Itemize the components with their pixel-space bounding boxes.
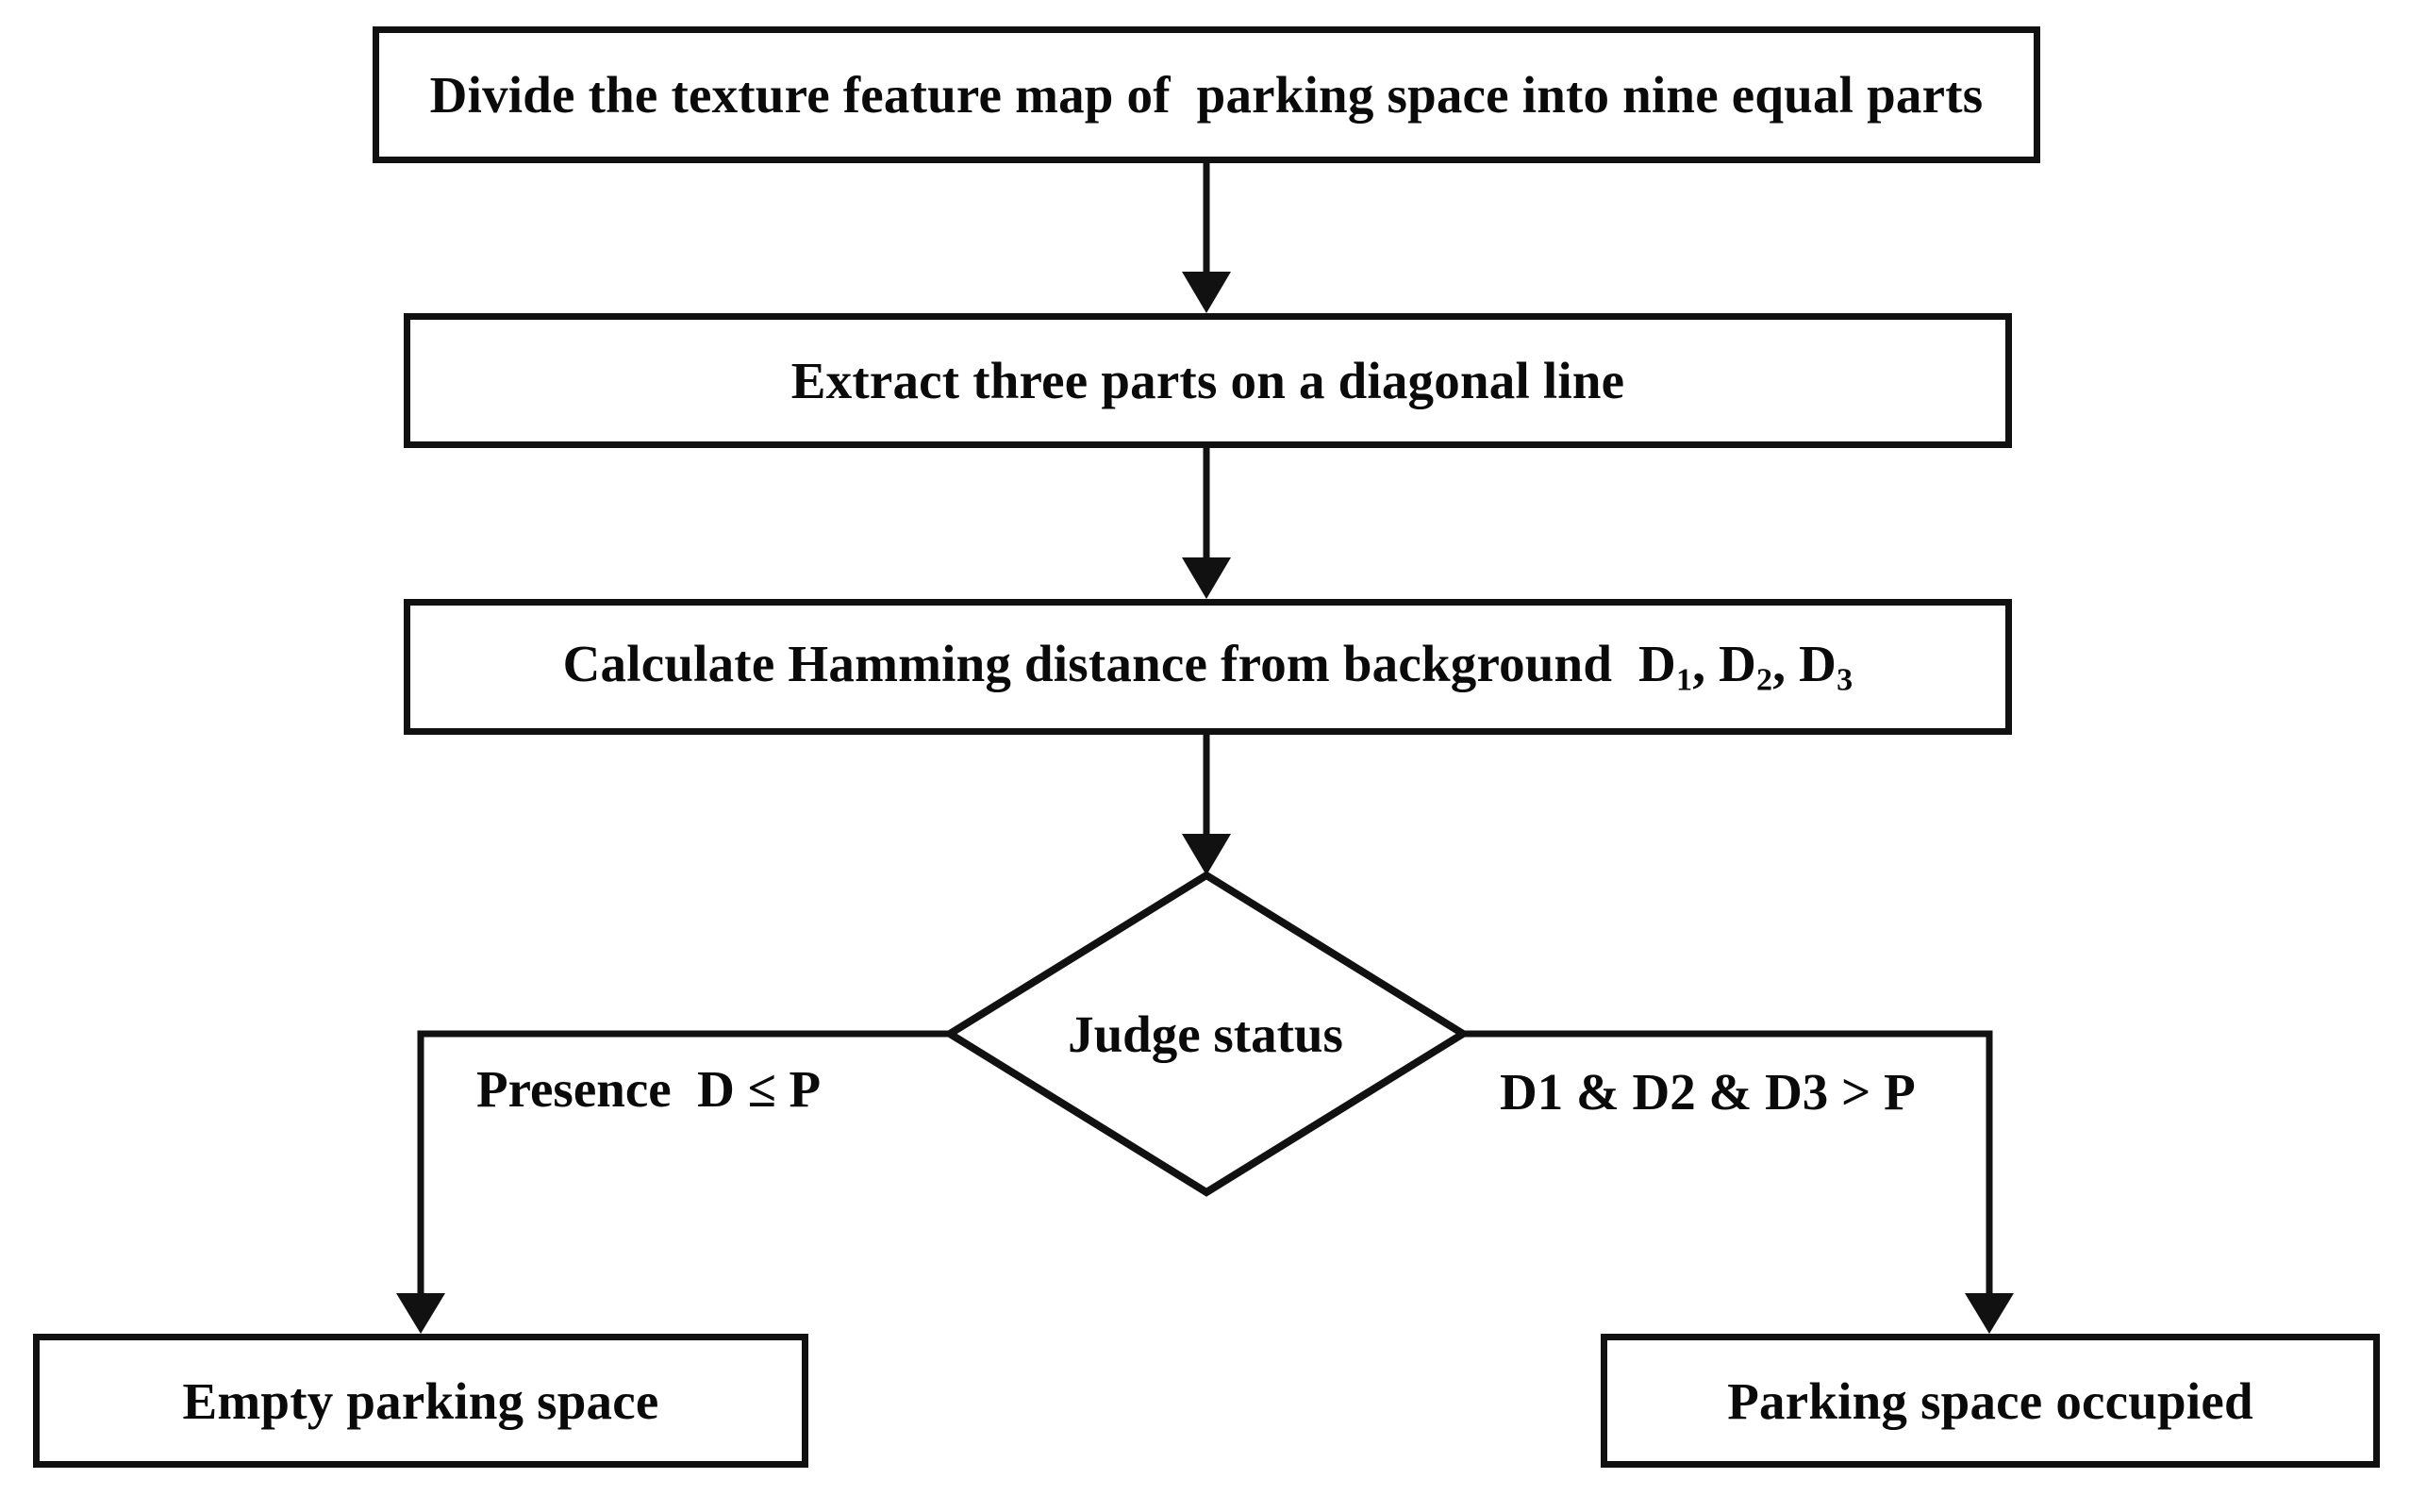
process-node-divide[interactable]: Divide the texture feature map of parkin…	[373, 26, 2040, 163]
decision-node-judge-status-label: Judge status	[1068, 1005, 1343, 1063]
process-node-extract-label: Extract three parts on a diagonal line	[790, 352, 1625, 409]
process-node-divide-label: Divide the texture feature map of parkin…	[429, 66, 1984, 124]
terminal-node-empty-parking-space-label: Empty parking space	[182, 1371, 659, 1430]
process-node-hamming-label: Calculate Hamming distance from backgrou…	[563, 638, 1853, 697]
hamming-text-mid-1: , D	[1692, 634, 1757, 692]
decision-node-judge-status[interactable]: Judge status	[948, 872, 1463, 1195]
terminal-node-empty-parking-space[interactable]: Empty parking space	[33, 1334, 808, 1468]
edge-decision-to-empty	[396, 1030, 950, 1334]
edge-hamming-to-decision	[1182, 735, 1231, 875]
terminal-node-parking-space-occupied-label: Parking space occupied	[1727, 1371, 2253, 1430]
hamming-subscript-2: 2	[1756, 662, 1773, 698]
process-node-extract[interactable]: Extract three parts on a diagonal line	[404, 313, 2012, 448]
hamming-subscript-1: 1	[1675, 662, 1693, 698]
edge-label-presence-condition: Presence D ≤ P	[476, 1060, 822, 1118]
edge-extract-to-hamming	[1182, 448, 1231, 599]
edge-label-occupied-condition: D1 & D2 & D3 > P	[1500, 1063, 1916, 1121]
hamming-text-prefix: Calculate Hamming distance from backgrou…	[562, 634, 1676, 692]
terminal-node-parking-space-occupied[interactable]: Parking space occupied	[1601, 1334, 2380, 1468]
edge-decision-to-occupied	[1463, 1030, 2014, 1334]
process-node-hamming[interactable]: Calculate Hamming distance from backgrou…	[404, 599, 2012, 735]
edge-divide-to-extract	[1182, 163, 1231, 313]
decision-diamond-shape	[942, 871, 1471, 1197]
hamming-text-mid-2: , D	[1772, 634, 1837, 692]
hamming-subscript-3: 3	[1837, 662, 1853, 698]
